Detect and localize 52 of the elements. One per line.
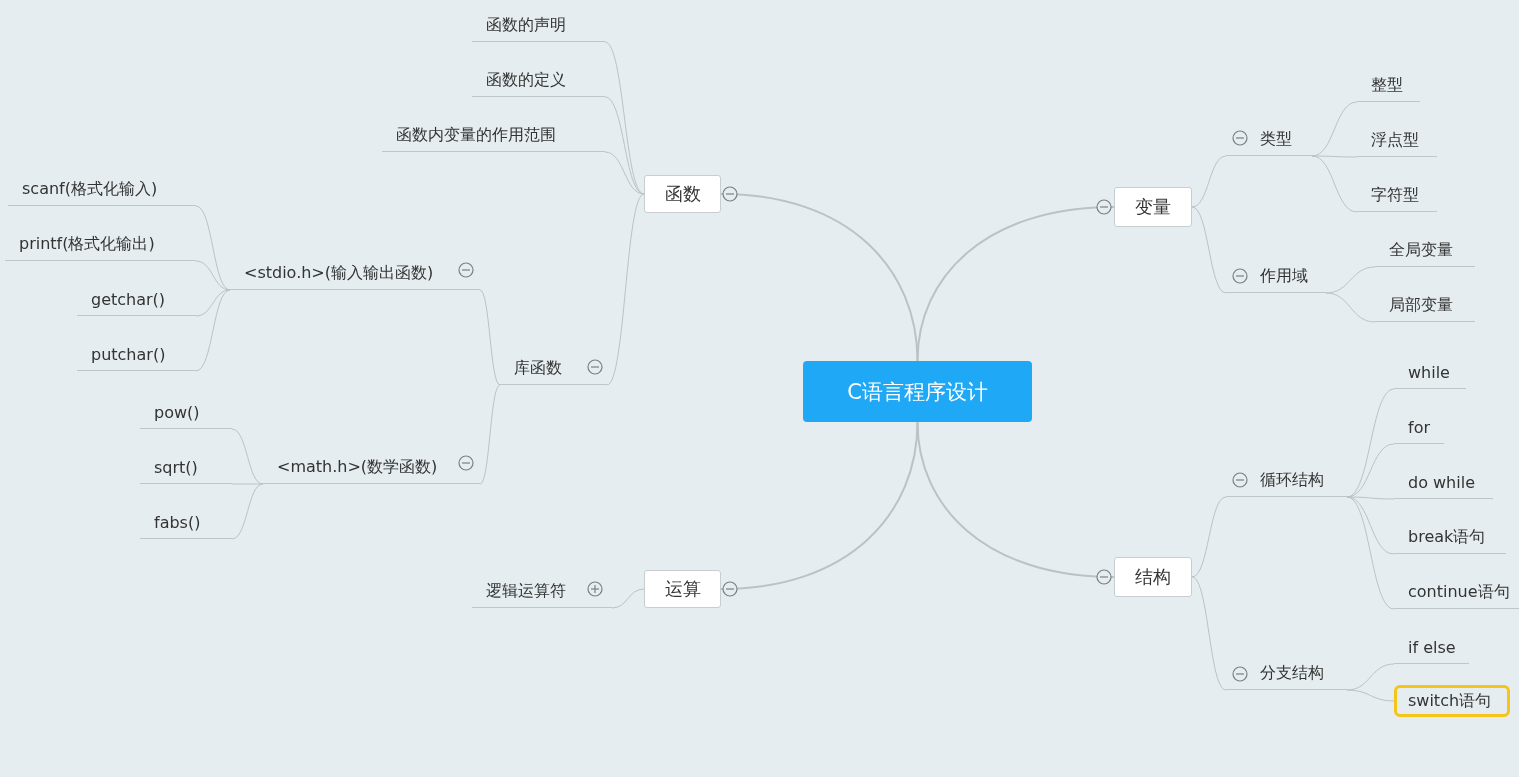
connector-line [1191, 206, 1227, 294]
topic-label: for [1394, 412, 1444, 444]
topic-label: scanf(格式化输入) [8, 174, 196, 206]
topic-label: pow() [140, 397, 232, 429]
topic-label: putchar() [77, 339, 196, 371]
topic-label: 全局变量 [1375, 235, 1475, 267]
connector-line [231, 483, 264, 540]
topic-label: continue语句 [1394, 577, 1519, 609]
connector-line [1325, 292, 1376, 323]
connector-line [720, 193, 919, 362]
topic-label: getchar() [77, 284, 196, 316]
topic-label: sqrt() [140, 452, 232, 484]
topic-label: 函数内变量的作用范围 [382, 120, 605, 152]
topic-box: 结构 [1114, 557, 1192, 597]
connector-line [1346, 496, 1395, 500]
topic-box: 运算 [644, 570, 721, 608]
topic-label: break语句 [1394, 522, 1506, 554]
connector-line [1311, 155, 1358, 158]
connector-line [606, 193, 645, 386]
topic-label: fabs() [140, 507, 232, 539]
connector-line [195, 260, 231, 291]
topic-label: while [1394, 357, 1466, 389]
topic-label: 局部变量 [1375, 290, 1475, 322]
connector-line [916, 421, 1115, 578]
connector-line [195, 289, 231, 317]
topic-box: 变量 [1114, 187, 1192, 227]
connector-line [1191, 496, 1227, 578]
connector-line [479, 289, 501, 386]
connector-line [1311, 155, 1358, 213]
topic-label: 函数的声明 [472, 10, 605, 42]
central-topic: C语言程序设计 [803, 361, 1032, 422]
connector-line [604, 151, 645, 195]
connector-line [916, 206, 1115, 362]
topic-label: if else [1394, 632, 1469, 664]
connector-line [1346, 689, 1395, 702]
connector-line [1325, 266, 1376, 294]
connector-line [195, 289, 231, 372]
connector-line [1346, 496, 1395, 610]
connector-line [1191, 576, 1227, 691]
topic-box: 函数 [644, 175, 721, 213]
topic-label: 浮点型 [1357, 125, 1437, 157]
selected-topic-label: switch语句 [1394, 685, 1510, 717]
connector-line [720, 421, 919, 590]
connector-line [479, 384, 501, 485]
topic-label: 函数的定义 [472, 65, 605, 97]
topic-label: do while [1394, 467, 1493, 499]
topic-label: 字符型 [1357, 180, 1437, 212]
connector-line [604, 41, 645, 195]
connector-line [611, 588, 645, 609]
connector-line [1191, 155, 1227, 208]
topic-label: 整型 [1357, 70, 1420, 102]
topic-label: printf(格式化输出) [5, 229, 196, 261]
